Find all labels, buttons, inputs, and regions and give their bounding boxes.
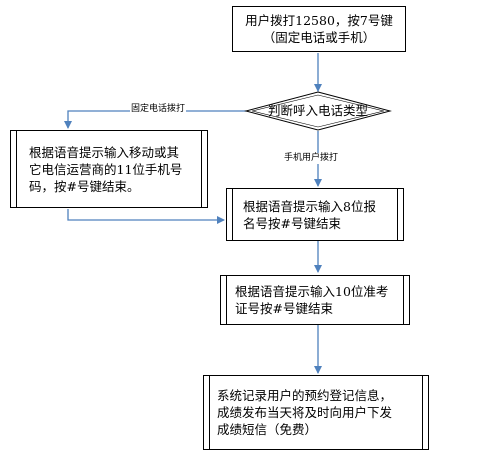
landline-step-box: 根据语音提示输入移动或其 它电信运营商的11位手机号 码，按#号键结束。 <box>10 130 208 208</box>
reg-number-box: 根据语音提示输入8位报 名号按#号键结束 <box>226 188 404 241</box>
reg-number-box-right-bar <box>397 188 404 241</box>
result-text: 系统记录用户的预约登记信息， 成绩发布当天将及时向用户下发 成绩短信（免费） <box>217 388 393 437</box>
start-box: 用户拨打12580，按7号键 （固定电话或手机） <box>232 6 406 52</box>
landline-step-box-left-bar <box>10 130 17 208</box>
arrow-landline-to-reg <box>67 209 225 224</box>
result-box-right-bar <box>422 375 429 450</box>
reg-number-text: 根据语音提示输入8位报 名号按#号键结束 <box>243 198 376 231</box>
decision-label: 判断呼入电话类型 <box>267 103 368 118</box>
edge-label-landline: 固定电话拨打 <box>130 104 187 115</box>
arrow-decision-to-landline <box>64 110 246 129</box>
decision-diamond <box>244 91 392 131</box>
decision-diamond-inner <box>251 94 385 128</box>
exam-number-box-right-bar <box>403 275 410 325</box>
edge-label-mobile: 手机用户拨打 <box>283 153 340 164</box>
landline-step-box-right-bar <box>201 130 208 208</box>
landline-step-text: 根据语音提示输入移动或其 它电信运营商的11位手机号 码，按#号键结束。 <box>29 144 183 194</box>
start-box-text: 用户拨打12580，按7号键 （固定电话或手机） <box>245 13 393 45</box>
exam-number-box-left-bar <box>220 275 227 325</box>
result-box-left-bar <box>203 375 210 450</box>
exam-number-box: 根据语音提示输入10位准考 证号按#号键结束 <box>220 275 410 325</box>
result-box: 系统记录用户的预约登记信息， 成绩发布当天将及时向用户下发 成绩短信（免费） <box>203 375 429 450</box>
reg-number-box-left-bar <box>226 188 233 241</box>
exam-number-text: 根据语音提示输入10位准考 证号按#号键结束 <box>235 284 389 316</box>
